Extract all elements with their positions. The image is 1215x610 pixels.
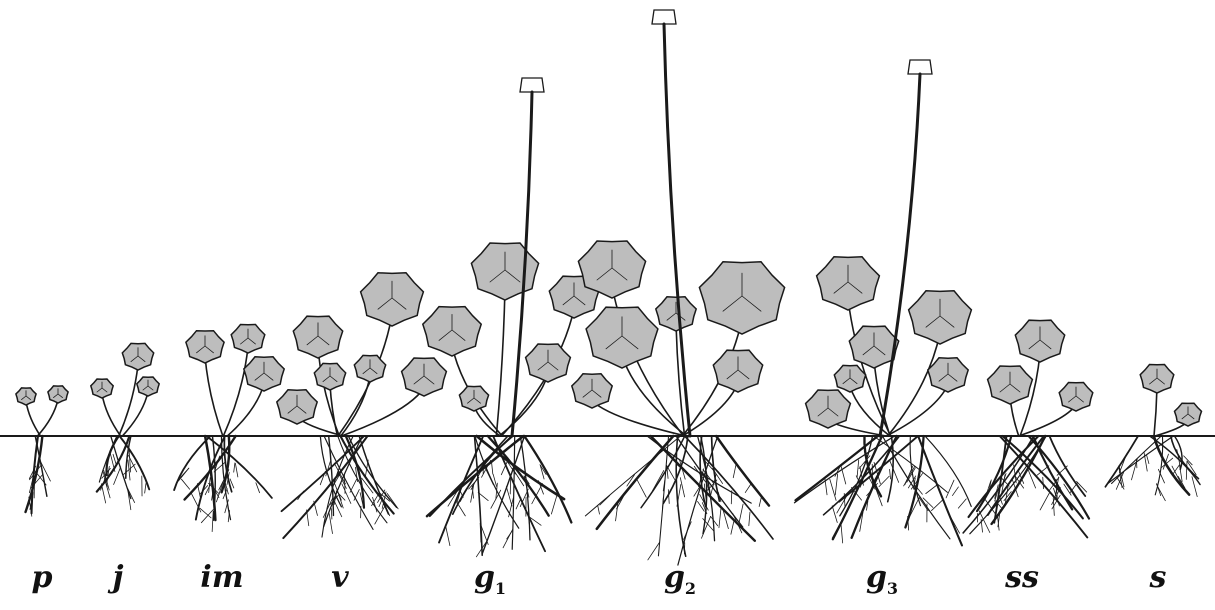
stage-label-g3: g3 (866, 560, 898, 598)
stage-label-g2: g2 (664, 560, 696, 598)
plant-im (174, 325, 284, 532)
stage-label-im: im (200, 560, 243, 598)
stage-label-p: p (32, 560, 53, 598)
plant-j (91, 343, 159, 509)
stage-label-ss: ss (1005, 560, 1039, 598)
plant-v (277, 273, 447, 538)
stage-label-s: s (1150, 560, 1167, 598)
stage-label-g1: g1 (474, 560, 506, 598)
flower-stalk-g2 (652, 10, 690, 436)
plant-g1 (423, 243, 599, 557)
stage-label-v: v (331, 560, 348, 598)
stage-label-j: j (113, 560, 124, 598)
plant-s (1105, 365, 1201, 501)
plant-g3 (794, 257, 971, 546)
plant-ss (963, 320, 1093, 537)
plant-p (16, 386, 68, 516)
